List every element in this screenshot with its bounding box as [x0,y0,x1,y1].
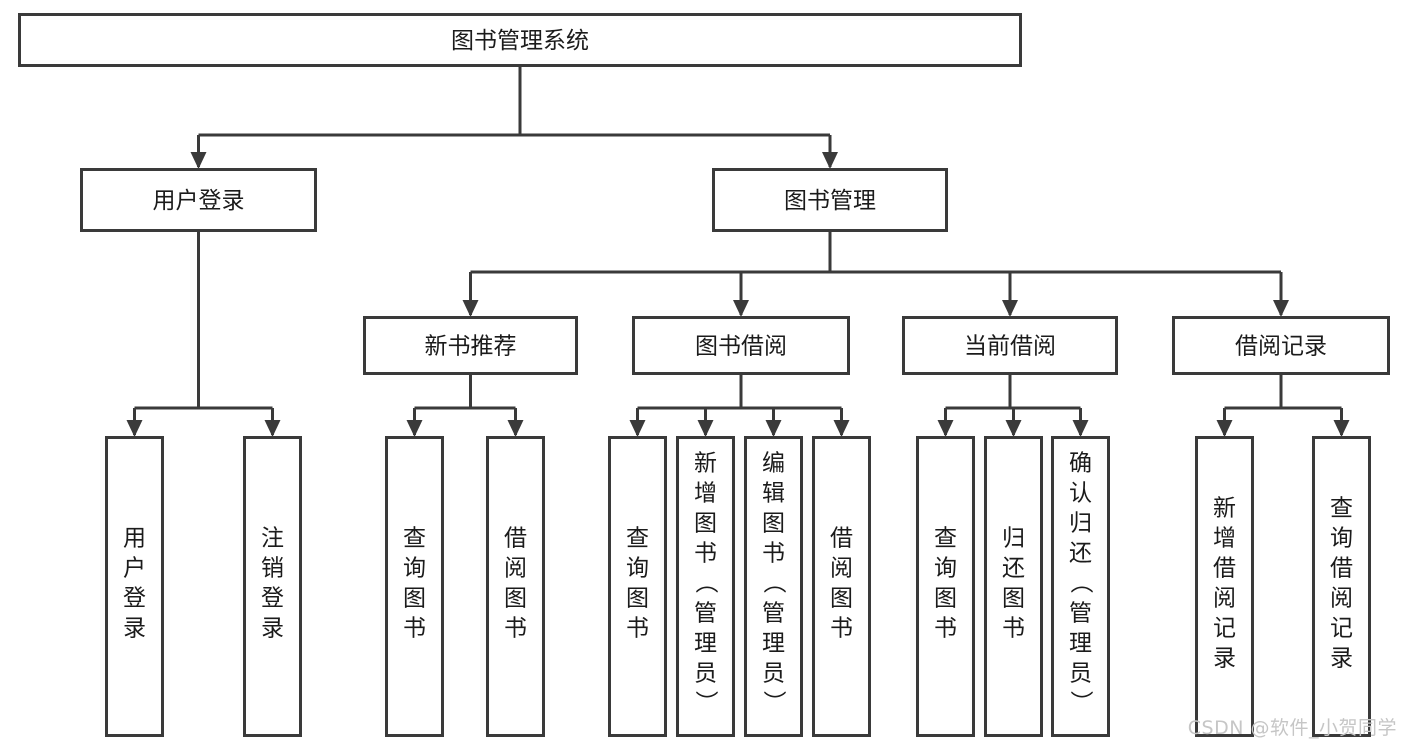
leaf-node-3-label: 查询图书 [403,526,426,642]
leaf-node-12-rect[interactable] [1195,436,1254,737]
level3-node-4[interactable]: 借阅记录 [1172,316,1390,375]
arrow-head-icon [1333,420,1350,437]
leaf-node-13[interactable]: 查询借阅记录 [1312,436,1371,737]
leaf-node-12[interactable]: 新增借阅记录 [1195,436,1254,737]
arrow-head-icon [190,152,207,169]
leaf-node-4-rect[interactable] [486,436,545,737]
level3-node-2-rect[interactable] [632,316,850,375]
level3-node-1-rect[interactable] [363,316,578,375]
level2-node-2-label: 图书管理 [784,188,876,214]
level3-node-3-label: 当前借阅 [964,334,1056,360]
leaf-node-2[interactable]: 注销登录 [243,436,302,737]
arrow-head-icon [406,420,423,437]
level3-node-1-label: 新书推荐 [425,334,517,360]
arrow-head-icon [833,420,850,437]
node-layer: 图书管理系统用户登录图书管理新书推荐图书借阅当前借阅借阅记录用户登录注销登录查询… [18,13,1390,737]
leaf-node-9-rect[interactable] [916,436,975,737]
leaf-node-11-label: 确认归还（管理员） [1069,451,1094,717]
level3-node-3[interactable]: 当前借阅 [902,316,1118,375]
level3-node-4-label: 借阅记录 [1235,334,1327,360]
leaf-node-11-rect[interactable] [1051,436,1110,737]
arrow-head-icon [697,420,714,437]
arrow-head-icon [822,152,838,169]
leaf-node-1-label: 用户登录 [123,526,146,642]
level2-node-1-label: 用户登录 [153,188,245,214]
arrow-head-icon [462,300,479,317]
leaf-node-3[interactable]: 查询图书 [385,436,444,737]
level3-node-2-label: 图书借阅 [695,334,787,360]
arrow-head-icon [629,420,646,437]
level3-node-4-rect[interactable] [1172,316,1390,375]
leaf-node-6-label: 新增图书（管理员） [694,451,719,717]
arrow-head-icon [1273,300,1289,317]
leaf-node-10-rect[interactable] [984,436,1043,737]
leaf-node-10-label: 归还图书 [1002,526,1025,642]
leaf-node-7[interactable]: 编辑图书（管理员） [744,436,803,737]
level3-node-2[interactable]: 图书借阅 [632,316,850,375]
connector-layer [126,67,1350,437]
root-node-book-management-system-rect[interactable] [18,13,1022,67]
leaf-node-13-rect[interactable] [1312,436,1371,737]
leaf-node-12-label: 新增借阅记录 [1213,496,1236,672]
arrow-head-icon [1005,420,1022,437]
leaf-node-6[interactable]: 新增图书（管理员） [676,436,735,737]
leaf-node-2-label: 注销登录 [261,526,284,642]
arrow-head-icon [126,420,143,437]
leaf-node-6-rect[interactable] [676,436,735,737]
arrow-head-icon [1002,300,1018,317]
leaf-node-4-label: 借阅图书 [504,526,527,642]
leaf-node-4[interactable]: 借阅图书 [486,436,545,737]
leaf-node-8-rect[interactable] [812,436,871,737]
level2-node-1[interactable]: 用户登录 [80,168,317,232]
arrow-head-icon [507,420,524,437]
arrow-head-icon [1216,420,1233,437]
leaf-node-11[interactable]: 确认归还（管理员） [1051,436,1110,737]
leaf-node-9-label: 查询图书 [934,526,957,642]
leaf-node-5-rect[interactable] [608,436,667,737]
leaf-node-3-rect[interactable] [385,436,444,737]
root-node-book-management-system[interactable]: 图书管理系统 [18,13,1022,67]
arrow-head-icon [1072,420,1089,437]
level3-node-3-rect[interactable] [902,316,1118,375]
leaf-node-7-label: 编辑图书（管理员） [762,451,787,717]
arrow-head-icon [937,420,954,437]
leaf-node-8[interactable]: 借阅图书 [812,436,871,737]
arrow-head-icon [264,420,281,437]
level2-node-2-rect[interactable] [712,168,948,232]
arrow-head-icon [765,420,782,437]
level2-node-1-rect[interactable] [80,168,317,232]
root-node-book-management-system-label: 图书管理系统 [451,28,589,54]
leaf-node-7-rect[interactable] [744,436,803,737]
level3-node-1[interactable]: 新书推荐 [363,316,578,375]
leaf-node-9[interactable]: 查询图书 [916,436,975,737]
leaf-node-1[interactable]: 用户登录 [105,436,164,737]
leaf-node-10[interactable]: 归还图书 [984,436,1043,737]
leaf-node-2-rect[interactable] [243,436,302,737]
leaf-node-8-label: 借阅图书 [830,526,853,642]
arrow-head-icon [733,300,749,317]
leaf-node-5[interactable]: 查询图书 [608,436,667,737]
leaf-node-13-label: 查询借阅记录 [1330,496,1353,672]
level2-node-2[interactable]: 图书管理 [712,168,948,232]
leaf-node-5-label: 查询图书 [626,526,649,642]
leaf-node-1-rect[interactable] [105,436,164,737]
